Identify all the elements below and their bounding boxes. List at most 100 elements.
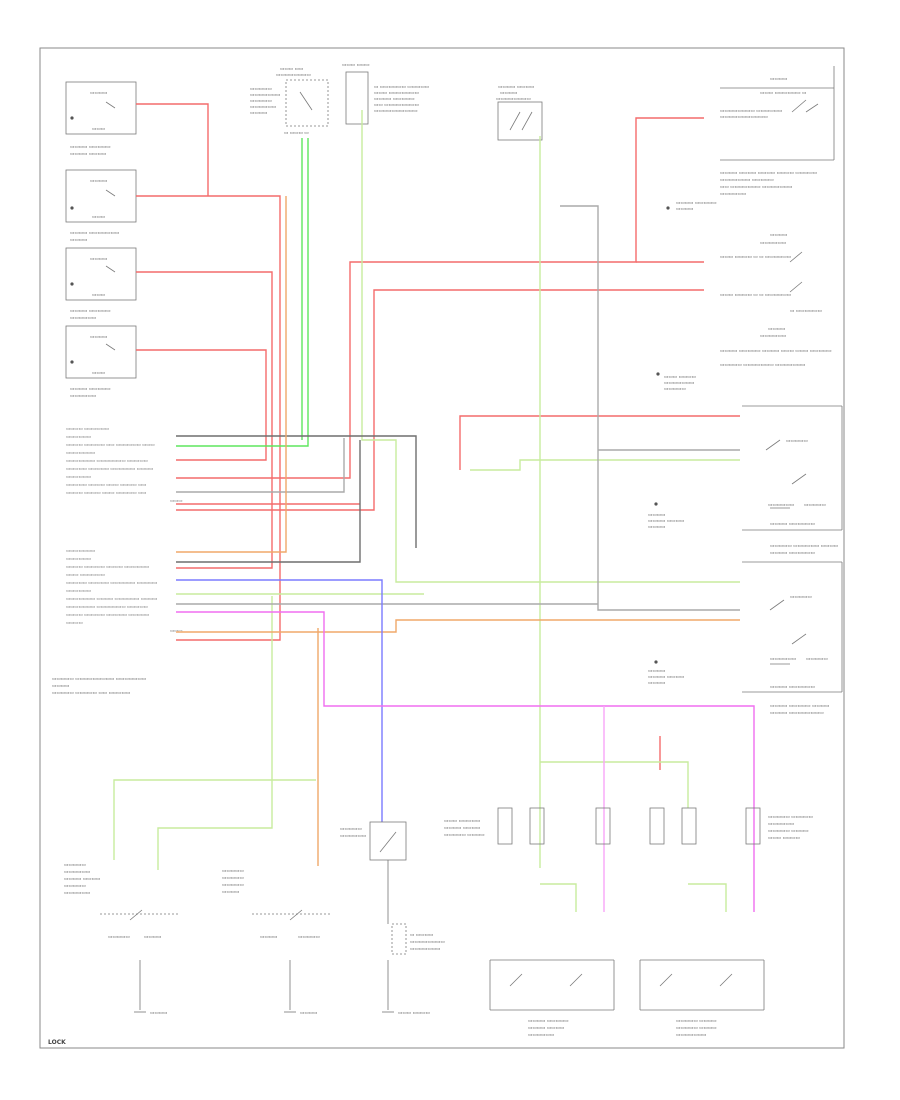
svg-text:▭▭▭▭▭: ▭▭▭▭▭: [222, 869, 244, 874]
svg-text:▭▭▭▭▭: ▭▭▭▭▭: [298, 935, 320, 940]
svg-text:▭▭▭▭ ▭▭▭▭: ▭▭▭▭ ▭▭▭▭: [528, 1026, 564, 1031]
svg-text:▭▭▭▭▭▭: ▭▭▭▭▭▭: [760, 334, 786, 339]
svg-text:▭▭▭▭ ▭▭▭▭▭▭: ▭▭▭▭ ▭▭▭▭▭▭: [770, 551, 815, 556]
svg-text:▭▭▭ ▭▭▭▭▭: ▭▭▭ ▭▭▭▭▭: [444, 819, 480, 824]
svg-text:▭▭▭▭ ▭▭▭▭▭ ▭▭▭▭ ▭▭▭▭▭▭: ▭▭▭▭ ▭▭▭▭▭ ▭▭▭▭ ▭▭▭▭▭▭: [66, 565, 149, 570]
svg-text:▭▭▭▭ ▭▭▭▭▭▭▭▭: ▭▭▭▭ ▭▭▭▭▭▭▭▭: [770, 711, 824, 716]
svg-text:▭▭▭: ▭▭▭: [92, 127, 105, 132]
svg-text:▭▭▭▭: ▭▭▭▭: [250, 111, 267, 116]
svg-text:▭▭▭▭▭▭: ▭▭▭▭▭▭: [66, 475, 91, 480]
switch-component-2: ▭▭▭▭ ▭▭▭ ▭▭▭▭ ▭▭▭▭▭▭▭ ▭▭▭▭: [65, 169, 137, 243]
svg-text:▭▭▭▭: ▭▭▭▭: [222, 890, 239, 895]
svg-text:▭▭▭▭▭: ▭▭▭▭▭: [804, 503, 826, 508]
svg-text:▭▭▭▭ ▭▭▭▭▭: ▭▭▭▭ ▭▭▭▭▭: [70, 387, 111, 392]
svg-text:▭▭▭▭: ▭▭▭▭: [66, 621, 83, 626]
connector-component: ▭▭▭ ▭▭▭ ▭ ▭▭▭▭▭▭ ▭▭▭▭▭ ▭▭▭ ▭▭▭▭▭▭▭ ▭▭▭▭ …: [342, 63, 429, 125]
svg-text:▭▭▭▭▭: ▭▭▭▭▭: [806, 657, 828, 662]
right-actuator-1: ▭▭▭▭ ▭▭▭ ▭▭▭▭▭▭ ▭ ▭▭▭▭▭▭▭▭ ▭▭▭▭▭▭ ▭▭▭▭▭▭…: [720, 66, 835, 161]
module-note: ▭▭▭▭▭ ▭▭▭▭▭▭▭▭▭ ▭▭▭▭▭▭▭ ▭▭▭▭ ▭▭▭▭▭ ▭▭▭▭▭…: [52, 677, 146, 696]
svg-text:▭▭▭▭ ▭▭▭▭▭: ▭▭▭▭ ▭▭▭▭▭: [374, 97, 415, 102]
svg-text:▭▭▭▭ ▭▭▭▭: ▭▭▭▭ ▭▭▭▭: [444, 826, 480, 831]
svg-text:▭▭▭▭ ▭▭▭▭▭ ▭▭▭▭ ▭▭▭ ▭▭▭ ▭▭▭▭▭: ▭▭▭▭ ▭▭▭▭▭ ▭▭▭▭ ▭▭▭ ▭▭▭ ▭▭▭▭▭: [720, 349, 831, 354]
svg-text:▭▭▭▭▭ ▭▭▭▭: ▭▭▭▭▭ ▭▭▭▭: [444, 833, 485, 838]
svg-text:▭▭▭▭▭▭▭ ▭▭▭▭ ▭▭▭▭▭▭ ▭▭▭▭: ▭▭▭▭▭▭▭ ▭▭▭▭ ▭▭▭▭▭▭ ▭▭▭▭: [66, 597, 157, 602]
svg-text:▭▭▭▭ ▭▭▭▭▭▭: ▭▭▭▭ ▭▭▭▭▭▭: [770, 522, 815, 527]
svg-text:▭▭▭▭▭▭: ▭▭▭▭▭▭: [66, 557, 91, 562]
svg-text:▭▭▭▭: ▭▭▭▭: [648, 525, 665, 530]
switch-component-1: ▭▭▭▭ ▭▭▭ ▭▭▭▭ ▭▭▭▭▭ ▭▭▭▭ ▭▭▭▭: [65, 81, 137, 157]
svg-text:▭▭▭▭▭▭▭▭▭▭: ▭▭▭▭▭▭▭▭▭▭: [374, 109, 417, 114]
svg-text:▭▭▭▭ ▭▭▭▭ ▭▭▭ ▭▭▭▭▭ ▭▭: ▭▭▭▭ ▭▭▭▭ ▭▭▭ ▭▭▭▭▭ ▭▭: [66, 491, 146, 496]
svg-text:▭▭▭▭ ▭▭▭▭ ▭▭▭▭ ▭▭▭▭ ▭▭▭▭▭: ▭▭▭▭ ▭▭▭▭ ▭▭▭▭ ▭▭▭▭ ▭▭▭▭▭: [720, 171, 817, 176]
svg-text:▭▭▭▭: ▭▭▭▭: [90, 91, 107, 96]
svg-text:▭▭▭ ▭▭▭▭▭▭: ▭▭▭ ▭▭▭▭▭▭: [66, 573, 105, 578]
svg-text:▭▭▭▭▭ ▭▭▭▭▭: ▭▭▭▭▭ ▭▭▭▭▭: [768, 815, 813, 820]
svg-text:▭▭▭▭ ▭▭▭▭▭ ▭▭▭▭▭ ▭▭▭▭▭: ▭▭▭▭ ▭▭▭▭▭ ▭▭▭▭▭ ▭▭▭▭▭: [66, 613, 149, 618]
svg-text:▭▭▭▭▭▭: ▭▭▭▭▭▭: [768, 822, 794, 827]
svg-text:▭▭▭▭▭▭: ▭▭▭▭▭▭: [770, 657, 796, 662]
svg-text:▭▭▭▭▭: ▭▭▭▭▭: [340, 827, 362, 832]
svg-text:▭▭▭▭ ▭▭▭▭▭: ▭▭▭▭ ▭▭▭▭▭: [70, 145, 111, 150]
svg-text:▭▭▭ ▭▭▭▭▭▭ ▭: ▭▭▭ ▭▭▭▭▭▭ ▭: [760, 91, 806, 96]
svg-text:▭▭▭▭: ▭▭▭▭: [648, 681, 665, 686]
svg-text:▭▭▭▭▭▭: ▭▭▭▭▭▭: [720, 192, 746, 197]
svg-text:▭▭▭▭▭▭▭: ▭▭▭▭▭▭▭: [66, 451, 95, 456]
svg-text:▭▭▭ ▭▭: ▭▭▭ ▭▭: [280, 67, 303, 72]
bottom-lock-switch-middle: ▭▭▭▭ ▭▭▭▭▭ ▭▭▭▭▭ ▭▭▭▭▭ ▭▭▭▭▭ ▭▭▭▭ ▭▭▭▭: [222, 869, 332, 1016]
svg-text:▭▭▭▭▭ ▭▭▭▭▭▭▭▭▭ ▭▭▭▭▭▭▭: ▭▭▭▭▭ ▭▭▭▭▭▭▭▭▭ ▭▭▭▭▭▭▭: [52, 677, 146, 682]
svg-text:▭▭▭▭ ▭▭▭▭▭ ▭▭▭▭: ▭▭▭▭ ▭▭▭▭▭ ▭▭▭▭: [770, 704, 829, 709]
svg-text:▭▭▭ ▭▭▭▭ ▭ ▭ ▭▭▭▭▭▭: ▭▭▭ ▭▭▭▭ ▭ ▭ ▭▭▭▭▭▭: [720, 293, 791, 298]
svg-text:▭▭▭▭▭: ▭▭▭▭▭: [222, 883, 244, 888]
svg-text:▭▭▭▭: ▭▭▭▭: [70, 238, 87, 243]
svg-text:▭▭▭▭▭▭▭: ▭▭▭▭▭▭▭: [676, 1033, 706, 1038]
switch-component-4: ▭▭▭▭ ▭▭▭ ▭▭▭▭ ▭▭▭▭▭ ▭▭▭▭▭▭: [65, 325, 137, 399]
svg-text:▭▭▭▭▭ ▭▭▭▭: ▭▭▭▭▭ ▭▭▭▭: [768, 829, 809, 834]
svg-text:▭▭▭▭▭▭▭: ▭▭▭▭▭▭▭: [410, 947, 440, 952]
svg-text:▭▭▭▭▭ ▭▭▭▭: ▭▭▭▭▭ ▭▭▭▭: [676, 1026, 717, 1031]
wires-pink: [176, 611, 755, 912]
wires-green: [113, 110, 740, 912]
svg-text:▭▭▭: ▭▭▭: [92, 371, 105, 376]
svg-text:▭▭▭▭▭ ▭▭▭▭▭ ▭▭▭▭▭▭ ▭▭▭▭▭: ▭▭▭▭▭ ▭▭▭▭▭ ▭▭▭▭▭▭ ▭▭▭▭▭: [66, 581, 157, 586]
svg-text:▭▭▭▭▭▭▭▭▭▭▭: ▭▭▭▭▭▭▭▭▭▭▭: [720, 115, 768, 120]
svg-text:▭▭▭▭: ▭▭▭▭: [770, 233, 787, 238]
svg-text:▭▭▭▭▭: ▭▭▭▭▭: [64, 884, 86, 889]
svg-text:▭▭▭▭▭ ▭▭▭▭▭▭ ▭▭▭▭: ▭▭▭▭▭ ▭▭▭▭▭▭ ▭▭▭▭: [770, 544, 838, 549]
svg-text:▭▭▭▭ ▭▭▭▭▭: ▭▭▭▭ ▭▭▭▭▭: [528, 1019, 569, 1024]
svg-text:▭▭▭▭: ▭▭▭▭: [150, 1011, 167, 1016]
svg-text:▭▭▭▭▭: ▭▭▭▭▭: [786, 439, 808, 444]
right-text-block-1: ▭▭▭▭ ▭▭▭▭ ▭▭▭▭ ▭▭▭▭ ▭▭▭▭▭ ▭▭▭▭▭▭▭ ▭▭▭▭▭ …: [666, 171, 817, 212]
svg-text:▭▭▭▭ ▭▭▭▭▭▭: ▭▭▭▭ ▭▭▭▭▭▭: [66, 427, 109, 432]
svg-text:▭▭▭▭▭▭: ▭▭▭▭▭▭: [66, 435, 91, 440]
svg-text:▭▭▭▭▭: ▭▭▭▭▭: [664, 387, 686, 392]
svg-text:▭▭▭▭▭▭: ▭▭▭▭▭▭: [70, 316, 96, 321]
svg-text:▭▭▭▭▭ ▭▭▭▭: ▭▭▭▭▭ ▭▭▭▭: [676, 1019, 717, 1024]
svg-text:▭▭▭▭▭: ▭▭▭▭▭: [222, 876, 244, 881]
bottom-actuator-right: ▭▭▭▭▭ ▭▭▭▭▭ ▭▭▭▭▭▭ ▭▭▭▭▭ ▭▭▭▭ ▭▭▭ ▭▭▭▭ ▭…: [639, 807, 813, 1038]
svg-text:▭▭ ▭▭▭▭▭▭▭▭: ▭▭ ▭▭▭▭▭▭▭▭: [374, 103, 419, 108]
bottom-actuator-left: ▭▭▭ ▭▭▭▭▭ ▭▭▭▭ ▭▭▭▭ ▭▭▭▭▭ ▭▭▭▭ ▭▭▭▭ ▭▭▭▭…: [444, 807, 615, 1038]
wires-blue: [176, 579, 383, 822]
wires-red: [136, 103, 740, 770]
bottom-lock-switch-left: ▭▭▭▭▭ ▭▭▭▭ ▭▭▭▭▭ ▭▭▭▭▭▭ ▭▭▭▭ ▭▭▭▭ ▭▭▭▭▭ …: [64, 863, 180, 1016]
svg-text:▭▭▭▭: ▭▭▭▭: [770, 77, 787, 82]
svg-text:▭▭▭▭ ▭▭▭▭: ▭▭▭▭ ▭▭▭▭: [648, 675, 684, 680]
svg-text:▭▭▭▭▭▭▭: ▭▭▭▭▭▭▭: [250, 93, 280, 98]
right-actuator-2: ▭▭▭▭ ▭▭▭▭▭▭ ▭▭▭ ▭▭▭▭ ▭ ▭ ▭▭▭▭▭▭ ▭▭▭ ▭▭▭▭…: [720, 233, 822, 314]
door-switch-component: ▭▭▭▭ ▭▭▭▭ ▭▭▭▭ ▭▭▭▭▭▭▭▭: [496, 85, 543, 141]
svg-text:▭▭▭▭▭▭: ▭▭▭▭▭▭: [66, 589, 91, 594]
key-switch-component: ▭▭▭ ▭▭ ▭▭▭▭▭▭▭▭ ▭▭▭▭▭ ▭▭▭▭▭▭▭ ▭▭▭▭▭ ▭▭▭▭…: [250, 67, 329, 136]
svg-text:▭▭▭▭▭▭: ▭▭▭▭▭▭: [760, 241, 786, 246]
svg-text:▭▭▭▭▭▭: ▭▭▭▭▭▭: [70, 394, 96, 399]
module-pin-labels-top: ▭▭▭▭ ▭▭▭▭▭▭ ▭▭▭▭▭▭ ▭▭▭▭ ▭▭▭▭▭ ▭▭ ▭▭▭▭▭▭ …: [66, 427, 182, 504]
svg-text:▭▭▭▭▭▭▭ ▭▭▭▭▭▭▭ ▭▭▭▭▭: ▭▭▭▭▭▭▭ ▭▭▭▭▭▭▭ ▭▭▭▭▭: [66, 605, 148, 610]
svg-text:▭▭▭▭ ▭▭▭▭: ▭▭▭▭ ▭▭▭▭: [498, 85, 534, 90]
svg-text:▭▭▭▭ ▭▭▭▭: ▭▭▭▭ ▭▭▭▭: [648, 519, 684, 524]
right-text-block-2: ▭▭▭▭ ▭▭▭▭▭▭ ▭▭▭▭ ▭▭▭▭▭ ▭▭▭▭ ▭▭▭ ▭▭▭ ▭▭▭▭…: [656, 327, 831, 392]
svg-text:▭▭▭▭▭ ▭▭▭▭▭ ▭▭ ▭▭▭▭▭: ▭▭▭▭▭ ▭▭▭▭▭ ▭▭ ▭▭▭▭▭: [52, 691, 130, 696]
svg-text:▭▭▭▭▭ ▭▭▭▭▭ ▭▭▭▭▭▭ ▭▭▭▭: ▭▭▭▭▭ ▭▭▭▭▭ ▭▭▭▭▭▭ ▭▭▭▭: [66, 467, 153, 472]
svg-text:▭▭▭▭▭: ▭▭▭▭▭: [790, 595, 812, 600]
bottom-relay-component: ▭▭▭▭▭ ▭▭▭▭▭▭ ▭ ▭▭▭▭ ▭▭▭▭▭▭▭▭ ▭▭▭▭▭▭▭ ▭▭▭…: [340, 821, 445, 1016]
right-door-lock-switch-1: ▭▭▭▭▭ ▭▭▭▭▭▭ ▭▭▭▭▭ ▭▭▭▭ ▭▭▭▭▭▭ ▭▭▭▭ ▭▭▭▭…: [648, 405, 843, 556]
